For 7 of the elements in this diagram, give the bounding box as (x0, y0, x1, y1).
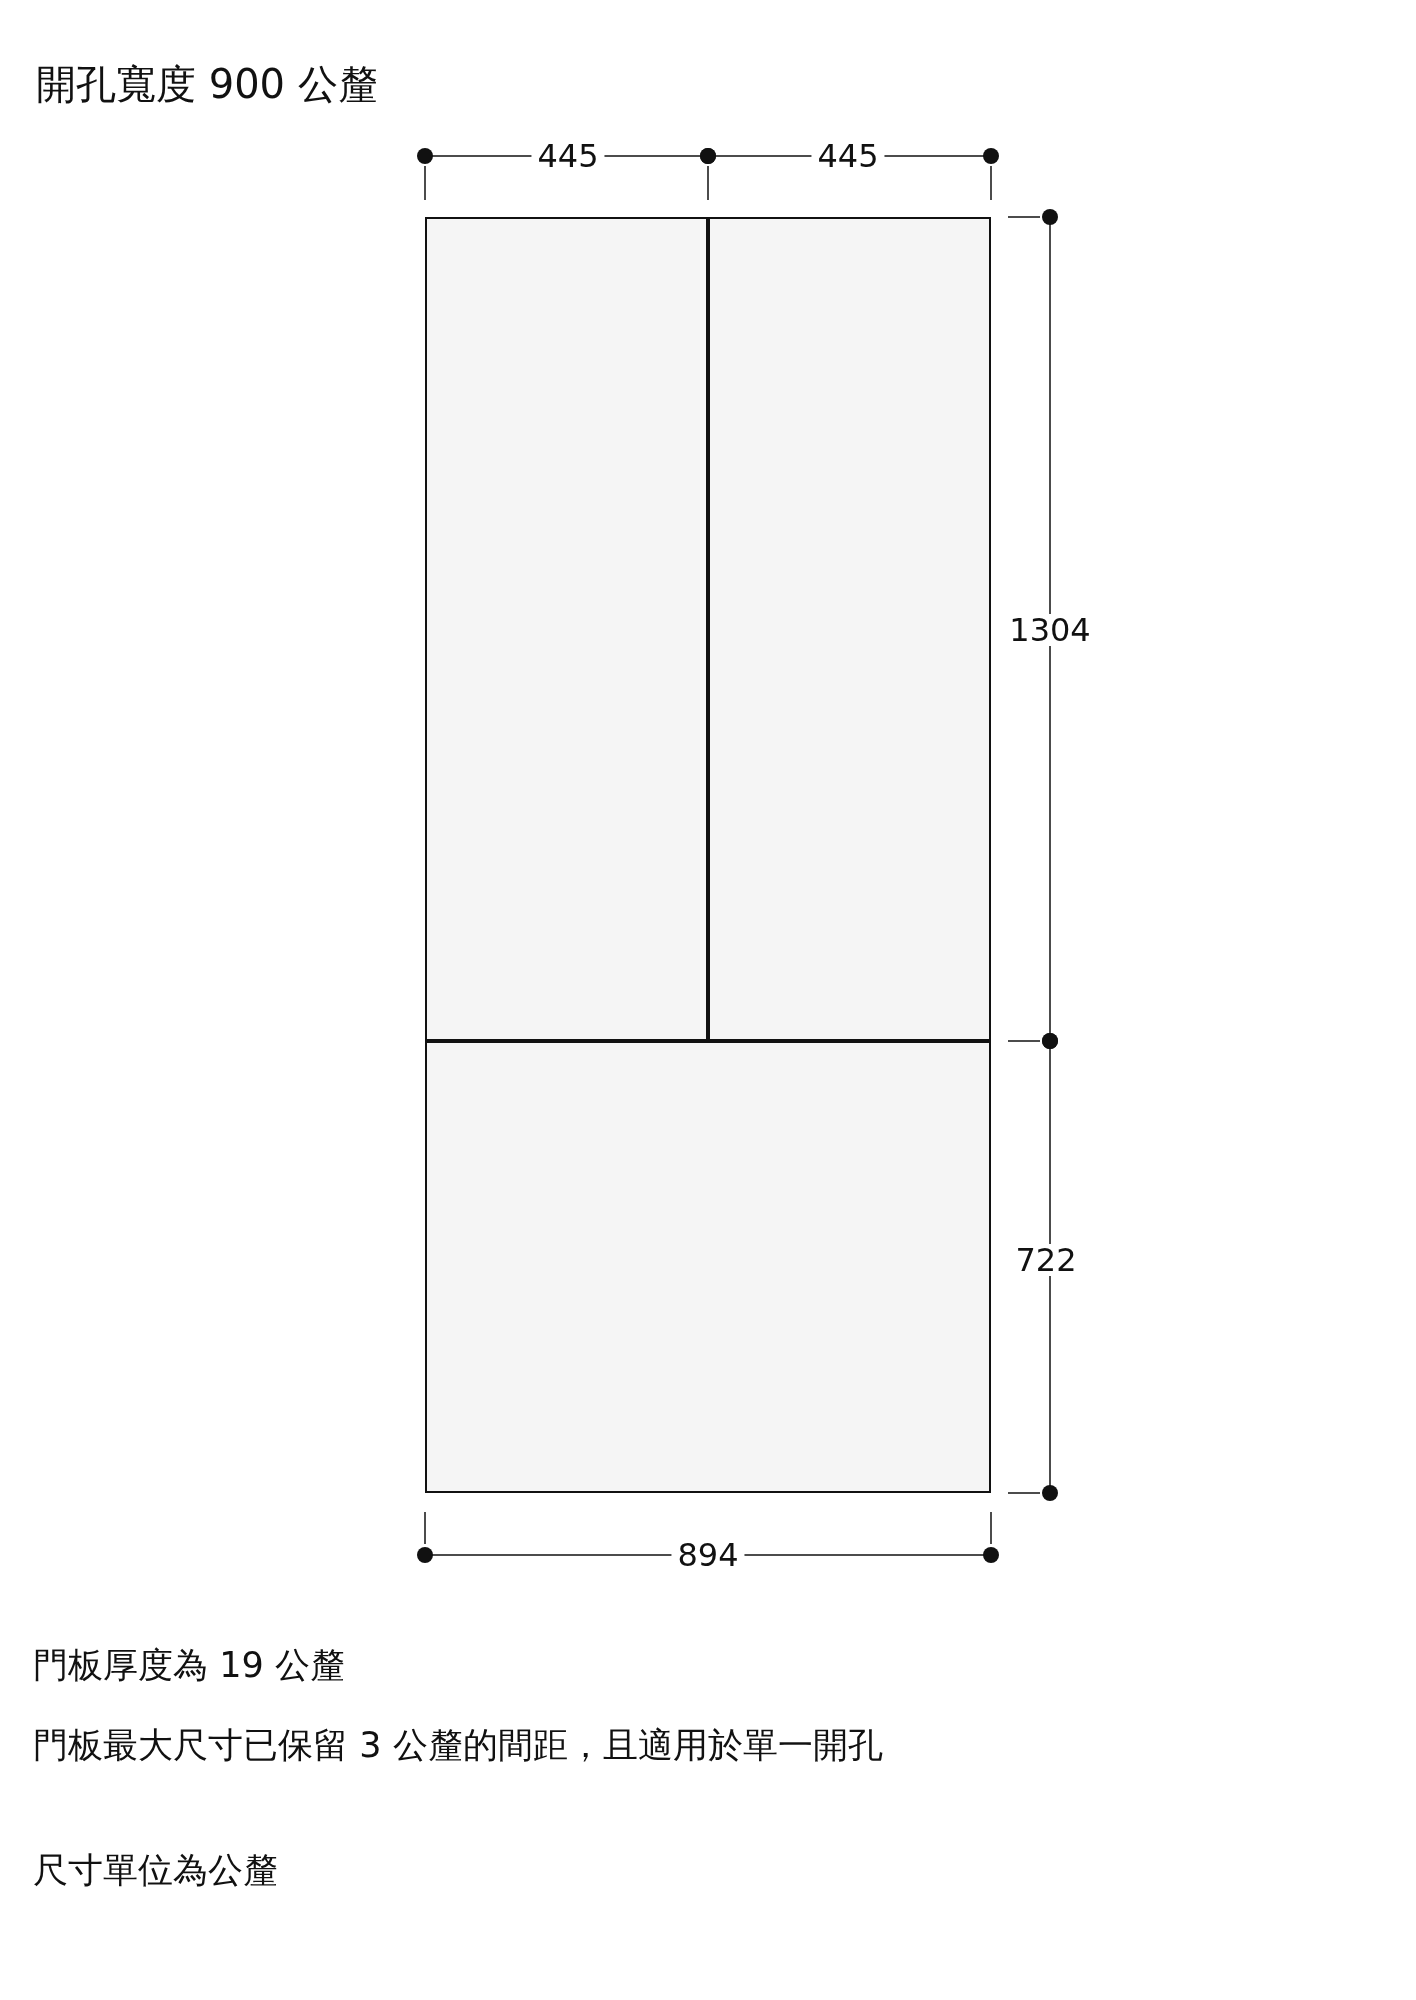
note-text: 尺寸單位為公釐 (33, 1849, 278, 1891)
door-panel (425, 1041, 991, 1493)
door-panel (425, 217, 708, 1041)
note-text: 門板厚度為 19 公釐 (33, 1644, 345, 1686)
note-text: 門板最大尺寸已保留 3 公釐的間距，且適用於單一開孔 (33, 1724, 883, 1766)
heading: 開孔寬度 900 公釐 (36, 60, 378, 108)
door-panel (708, 217, 991, 1041)
